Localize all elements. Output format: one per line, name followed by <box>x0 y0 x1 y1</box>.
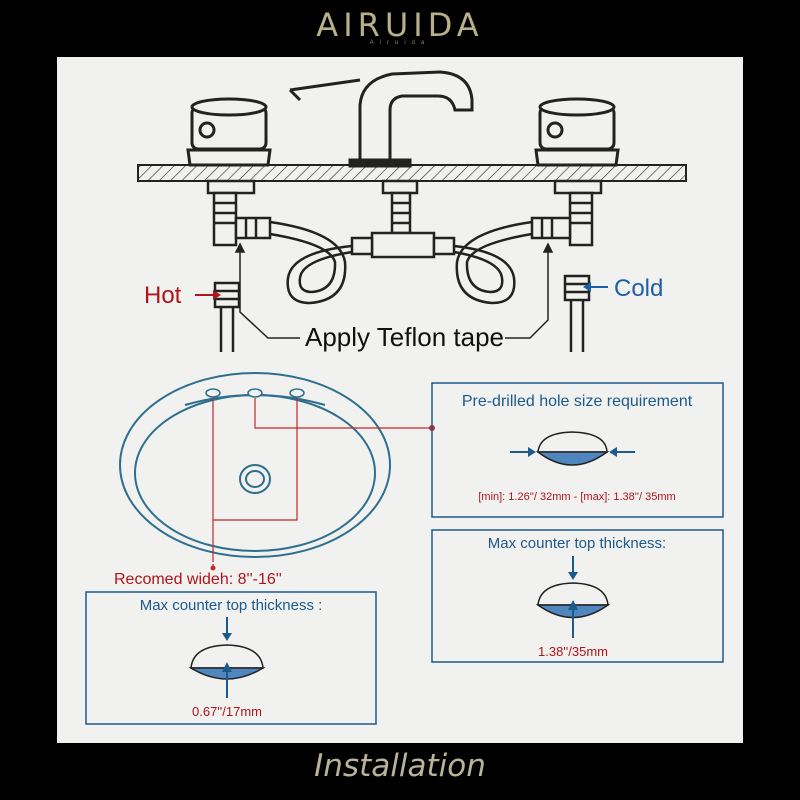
thickness-left-title: Max counter top thickness : <box>140 597 323 614</box>
width-label: Recomed wideh: 8''-16'' <box>114 571 282 588</box>
width-dot <box>210 565 216 571</box>
hot-cold-arrows <box>195 282 608 300</box>
teflon-pointers <box>234 242 554 339</box>
teflon-label: Apply Teflon tape <box>305 322 504 352</box>
thickness-left-value: 0.67''/17mm <box>192 704 262 719</box>
faucet-holes <box>205 388 305 398</box>
hot-valve <box>206 179 272 247</box>
cold-valve <box>530 179 603 247</box>
supply-lines <box>213 274 591 352</box>
brand-logo: AIRUIDA <box>316 6 484 44</box>
thickness-right-value: 1.38''/35mm <box>538 644 608 659</box>
footer-caption: Installation <box>314 748 486 784</box>
tee-fitting <box>350 179 456 259</box>
hot-label: Hot <box>144 282 182 309</box>
hole-size-box: Pre-drilled hole size requirement [min]:… <box>431 382 724 518</box>
faucet-spout <box>288 70 474 168</box>
flex-hoses <box>269 220 533 305</box>
cold-handle <box>534 97 620 167</box>
cold-label: Cold <box>614 275 663 302</box>
width-dimension <box>212 398 432 568</box>
hole-size-title: Pre-drilled hole size requirement <box>462 393 693 410</box>
thickness-right-title: Max counter top thickness: <box>488 535 666 552</box>
hot-handle <box>186 97 272 167</box>
brand-tagline: Airuida <box>369 40 431 46</box>
thickness-box-left: Max counter top thickness : 0.67''/17mm <box>85 591 377 725</box>
hole-size-range: [min]: 1.26''/ 32mm - [max]: 1.38''/ 35m… <box>478 491 675 503</box>
countertop <box>137 164 687 182</box>
thickness-box-right: Max counter top thickness: 1.38''/35mm <box>431 529 724 663</box>
